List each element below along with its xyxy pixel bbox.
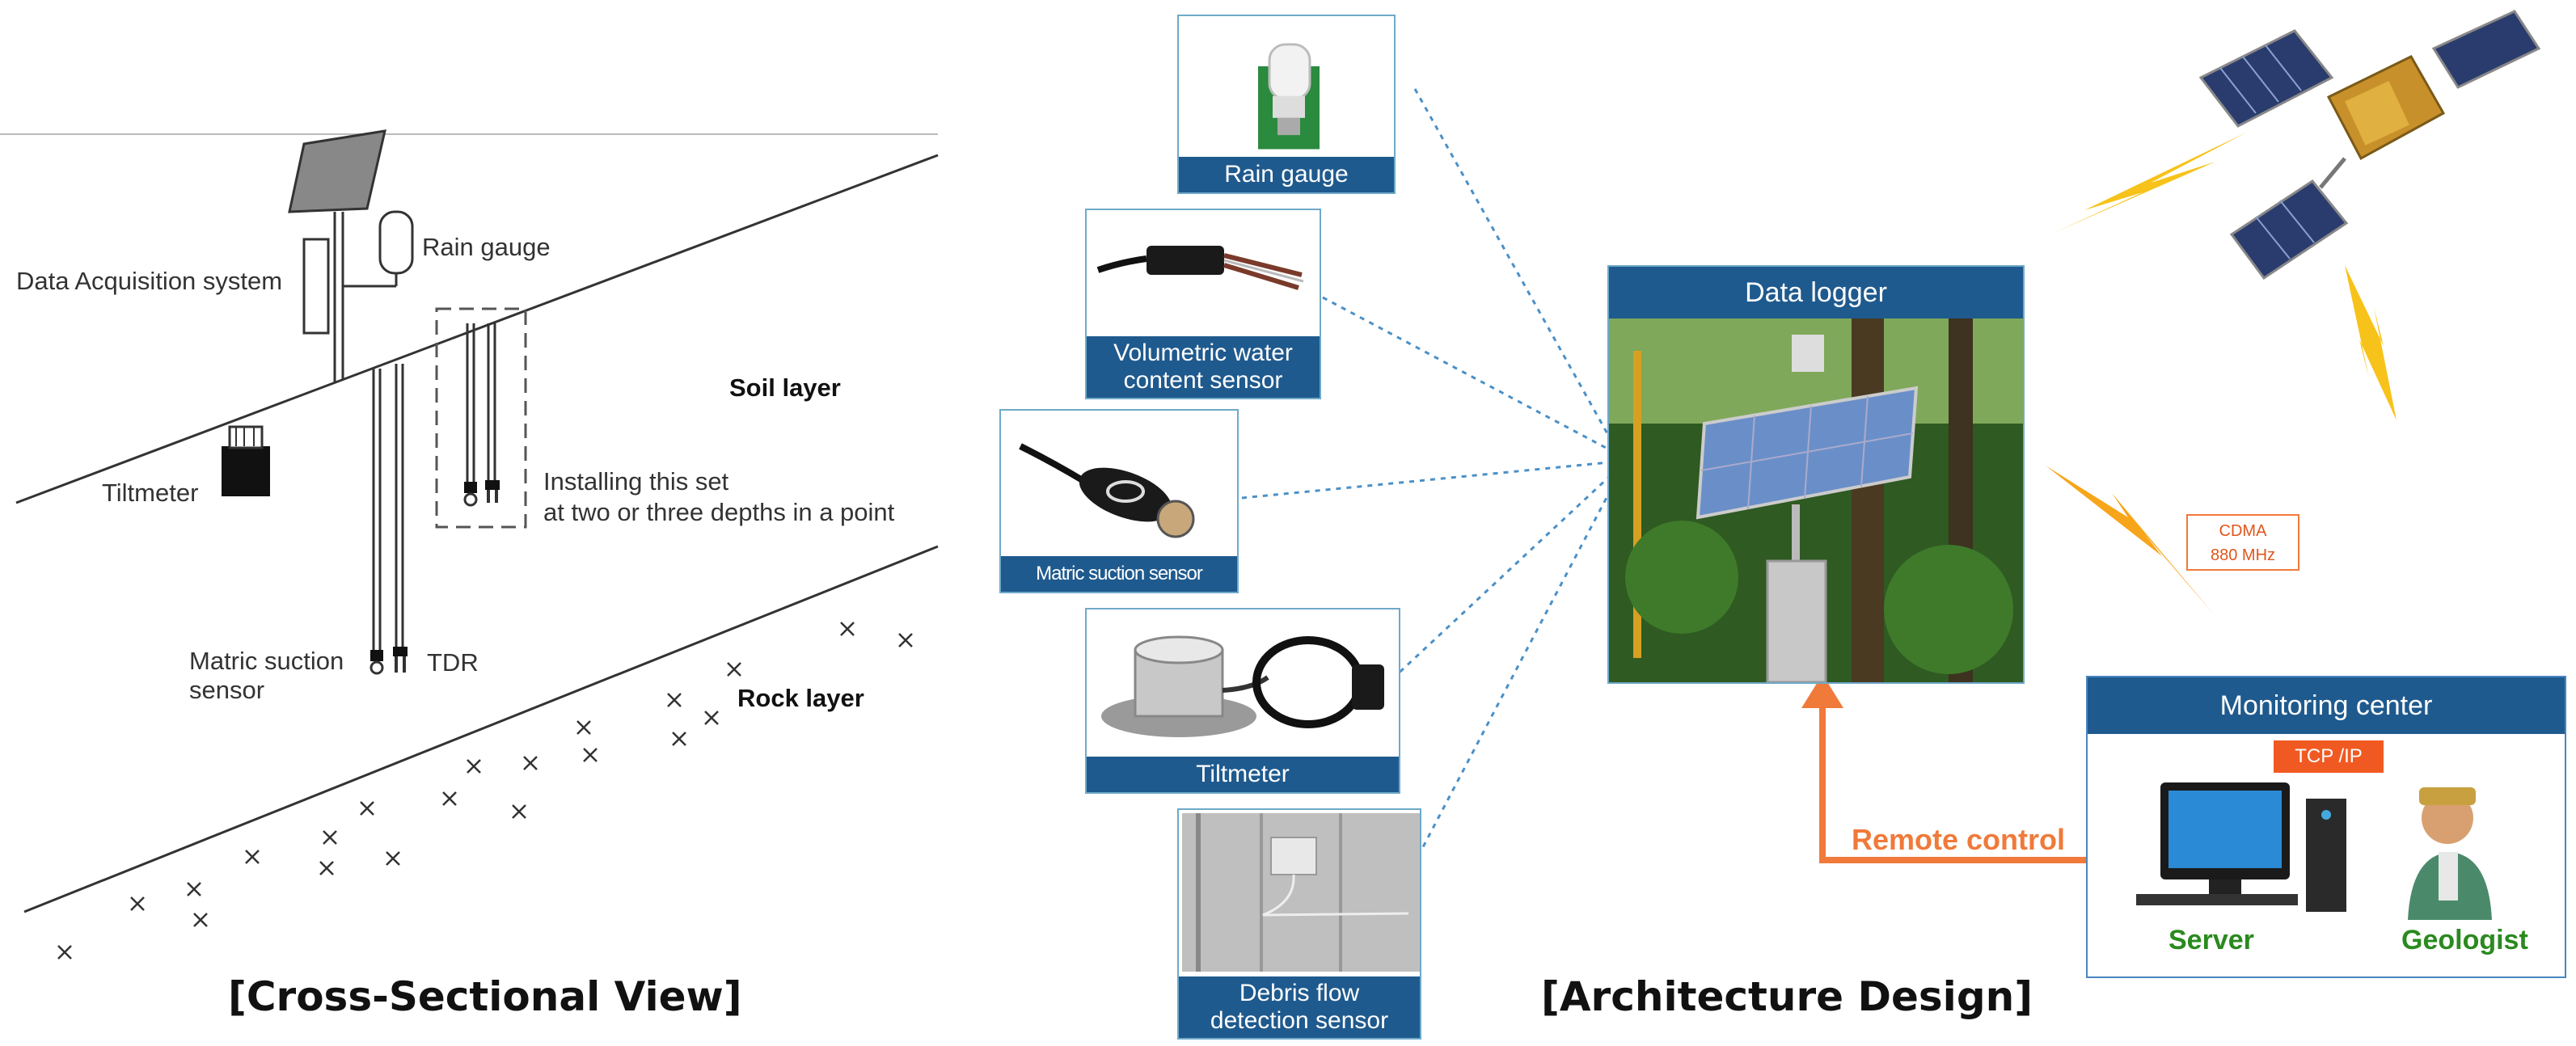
satellite-icon bbox=[2198, 10, 2541, 280]
monitoring-center-panel: Monitoring center TCP /IP Server Geologi… bbox=[2086, 676, 2566, 978]
server-computer-icon bbox=[2136, 782, 2346, 912]
rock-layer-pattern bbox=[57, 622, 913, 960]
card-label: Debris flow detection sensor bbox=[1179, 976, 1420, 1038]
lightning-satellite-icon bbox=[2054, 133, 2246, 233]
installation-set-box bbox=[435, 307, 527, 529]
volumetric-water-photo bbox=[1090, 213, 1320, 335]
label-tiltmeter: Tiltmeter bbox=[102, 479, 199, 507]
geologist-person-icon bbox=[2408, 787, 2492, 920]
card-debris-flow: Debris flow detection sensor bbox=[1177, 808, 1421, 1040]
lightning-satellite-2-icon bbox=[2345, 265, 2397, 420]
caption-architecture: [Architecture Design] bbox=[1541, 973, 2033, 1020]
tiltmeter-icon bbox=[222, 446, 270, 496]
label-installing-line2: at two or three depths in a point bbox=[543, 498, 895, 526]
debris-flow-photo bbox=[1182, 813, 1420, 972]
data-logger-photo bbox=[1609, 318, 2023, 682]
label-tdr: TDR bbox=[427, 648, 479, 677]
tiltmeter-photo bbox=[1090, 613, 1399, 752]
rain-gauge-icon bbox=[378, 210, 414, 275]
card-label: Tiltmeter bbox=[1087, 757, 1399, 792]
card-matric-suction: Matric suction sensor bbox=[999, 409, 1239, 593]
card-label: Matric suction sensor bbox=[1001, 556, 1237, 592]
card-label: Volumetric water content sensor bbox=[1087, 336, 1320, 398]
caption-cross-section: [Cross-Sectional View] bbox=[228, 973, 742, 1020]
label-installing-line1: Installing this set bbox=[543, 467, 729, 496]
remote-control-arrow bbox=[1819, 697, 2086, 863]
rain-gauge-photo bbox=[1182, 19, 1394, 162]
label-rock-layer: Rock layer bbox=[737, 684, 864, 712]
label-data-acquisition: Data Acquisition system bbox=[16, 267, 283, 295]
remote-control-label: Remote control bbox=[1852, 823, 2066, 856]
data-logger-panel: Data logger bbox=[1607, 265, 2025, 684]
cdma-label: CDMA 880 MHz bbox=[2186, 514, 2299, 571]
card-tiltmeter: Tiltmeter bbox=[1085, 608, 1400, 794]
geologist-label: Geologist bbox=[2401, 925, 2528, 955]
card-label: Rain gauge bbox=[1179, 157, 1394, 192]
data-logger-title: Data logger bbox=[1609, 267, 2023, 318]
matric-suction-photo bbox=[1004, 414, 1237, 556]
card-volumetric-water: Volumetric water content sensor bbox=[1085, 209, 1321, 399]
server-label: Server bbox=[2168, 925, 2254, 955]
rock-boundary-line bbox=[23, 545, 939, 913]
label-rain-gauge: Rain gauge bbox=[422, 233, 551, 261]
label-matric-line1: Matric suction bbox=[189, 647, 344, 675]
monitoring-center-title: Monitoring center bbox=[2088, 677, 2565, 734]
matric-suction-probe-icon bbox=[370, 650, 383, 661]
label-matric-line2: sensor bbox=[189, 676, 265, 704]
card-rain-gauge: Rain gauge bbox=[1177, 15, 1396, 194]
label-soil-layer: Soil layer bbox=[729, 373, 841, 402]
soil-surface-line bbox=[15, 154, 939, 504]
solar-panel-icon bbox=[288, 129, 386, 213]
tcp-ip-badge: TCP /IP bbox=[2274, 740, 2384, 773]
data-acquisition-box-icon bbox=[302, 238, 330, 335]
